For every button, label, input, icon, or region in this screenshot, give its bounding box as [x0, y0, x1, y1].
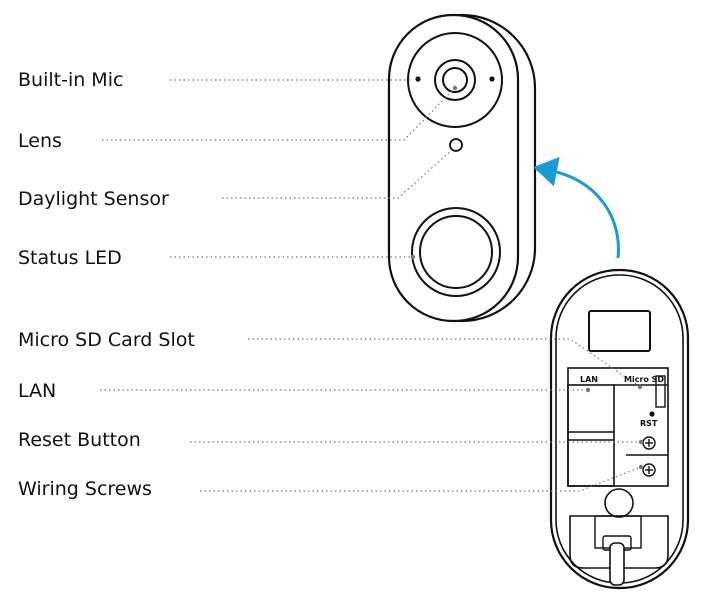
label-lan: LAN — [18, 380, 57, 402]
dot-lan — [585, 387, 591, 393]
device-text-rst: RST — [640, 419, 658, 428]
dot-lens — [452, 85, 458, 91]
wiring-screw-top-icon — [642, 436, 656, 450]
leader-dots — [410, 85, 644, 470]
sd-card-edge — [655, 375, 666, 408]
rotate-arrow-icon — [533, 156, 620, 259]
leader-micro-sd — [248, 338, 641, 388]
daylight-sensor-icon — [449, 138, 463, 152]
dot-reset — [638, 439, 644, 445]
dot-micro-sd — [637, 384, 643, 390]
camera-ring — [407, 32, 503, 128]
back-label-plate — [588, 310, 651, 352]
mic-hole-icon — [415, 76, 421, 82]
lan-port-block — [567, 384, 615, 487]
leader-wiring-screws — [200, 466, 642, 492]
label-status-led: Status LED — [18, 247, 122, 269]
back-housing-outer — [549, 268, 690, 590]
label-lens: Lens — [18, 130, 62, 152]
lens-icon — [442, 67, 468, 93]
label-daylight-sensor: Daylight Sensor — [18, 188, 169, 210]
status-led-ring — [411, 207, 501, 297]
device-text-micro-sd: Micro SD — [624, 375, 664, 384]
label-wiring-screws: Wiring Screws — [18, 478, 152, 500]
leader-lens — [102, 87, 456, 141]
doorbell-button — [419, 215, 493, 289]
cable-hole — [604, 488, 634, 518]
reset-button-icon — [649, 411, 655, 417]
device-text-lan: LAN — [580, 375, 598, 384]
wiring-screw-bottom-icon — [642, 463, 656, 477]
dot-status-led — [410, 254, 416, 260]
doorbell-front-view — [387, 13, 537, 323]
mount-bracket — [569, 515, 669, 569]
bracket-latch — [609, 542, 625, 586]
lens-outer — [434, 59, 476, 101]
mic-hole-right-icon — [489, 76, 495, 82]
dot-screws — [638, 464, 644, 470]
label-micro-sd-card-slot: Micro SD Card Slot — [18, 329, 195, 351]
doorbell-back-view — [549, 268, 690, 590]
leader-daylight-sensor — [222, 149, 453, 199]
label-reset-button: Reset Button — [18, 429, 141, 451]
label-built-in-mic: Built-in Mic — [18, 69, 124, 91]
leader-lines — [100, 79, 642, 492]
